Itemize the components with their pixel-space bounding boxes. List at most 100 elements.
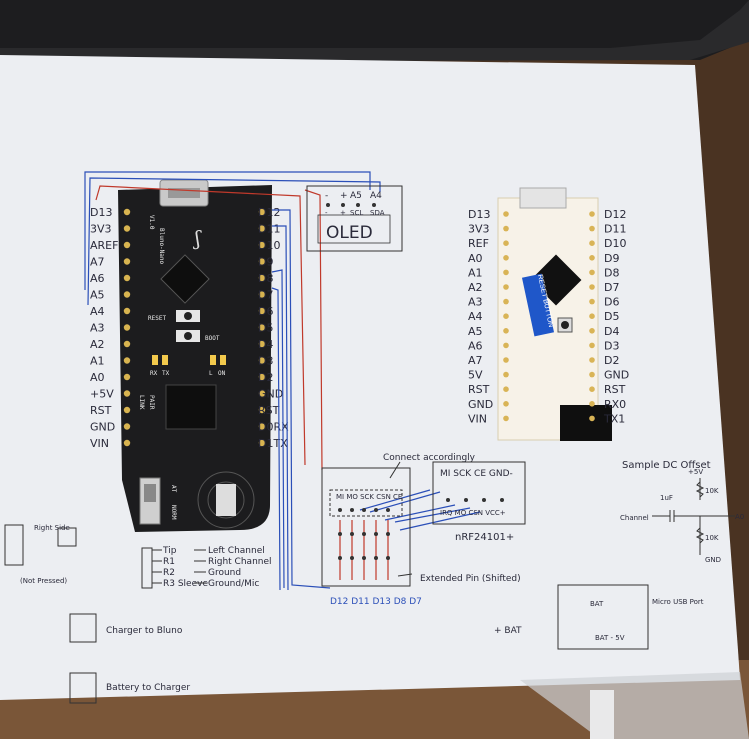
bluno-right-pin-label: D2 [258,371,273,384]
right-side-label: Right Side [34,524,70,532]
extended-pin-label: Extended Pin (Shifted) [420,574,521,584]
nano-pin-hole [503,254,509,261]
led-tx [162,355,168,365]
bluno-right-pin-label: D12 [258,206,280,219]
connect-note: Connect accordingly [383,453,476,463]
nano-left-pin-label: A1 [468,266,483,279]
nano-left-pin-label: 3V3 [468,223,490,236]
bluno-left-pin-label: AREF [90,239,118,252]
nano-left-pin-label: A7 [468,354,483,367]
audio-pin: R3 Sleeve [163,579,208,589]
nano-pin-hole [503,371,509,378]
bluno-pin-hole [258,291,266,298]
nano-right-pin-label: RST [604,383,626,396]
header-inner [329,489,403,517]
nrf-pins-bottom: IRQ MO CSN VCC+ [440,509,506,517]
at-norm-switch-knob[interactable] [144,484,156,502]
header-pin-dot [374,556,378,560]
header-pin-dot [386,508,390,512]
offset-cap-label: 1uF [660,494,673,502]
offset-r2: 10K [705,534,719,542]
led-l [210,355,216,365]
bat-bottom-label: BAT - 5V [595,634,625,642]
charger-to-bluno: Charger to Bluno [106,626,183,636]
offset-resistor-bottom [695,527,705,544]
wire-blue-d12 [272,209,331,589]
nano-left-pin-label: A6 [468,339,483,352]
nano-right-pin-label: D11 [604,223,626,236]
paper-shadow [520,672,749,739]
charger-board [557,584,649,650]
audio-pin: Tip [162,546,177,556]
oled-pin-hole [372,203,376,207]
nano-reset-button-plate [521,273,555,337]
bluno-pin-hole [123,340,131,348]
bluno-pin-hole [123,225,131,232]
charger-icon-1 [69,613,97,643]
nano-pin-hole [503,386,509,393]
dc-offset-circuit: Sample DC Offset +5V 10K 1uF Channel A0 … [620,460,744,564]
bluno-title: Bluno-Nano [158,228,165,265]
header-pin-dot [350,508,354,512]
header-pin-dot [374,532,378,536]
nano-right-pin-label: D8 [604,266,619,279]
wire-nrf-1 [359,489,431,511]
offset-out: A0 [735,513,744,521]
boot-button-cap[interactable] [184,332,192,340]
nano-left-pin-label: RST [468,383,490,396]
nrf-section: Connect accordingly MI MO SCK CSN CE MI … [321,453,526,607]
wires [84,171,481,591]
nano-left-pin-label: D13 [468,208,490,221]
bluno-right-pin-label: D3 [258,355,273,368]
header-pin-dot [338,508,342,512]
not-pressed-label: (Not Pressed) [20,577,67,585]
nano-reset-button-cap[interactable] [561,321,569,329]
header-pin-dot [374,508,378,512]
led-on-label: ON [218,370,226,377]
nrf-pin-dot [482,498,486,502]
nano-pin-hole [503,313,509,320]
nano-pin-hole [503,342,509,349]
nano-pin-hole [589,240,595,246]
bluno-pin-hole [123,439,131,447]
ble-chip [160,254,210,304]
bluno-left-pin-label: A2 [90,338,105,351]
micro-usb-label: Micro USB Port [652,598,704,606]
charger-board-bat: BAT [590,600,604,608]
nano-right-pin-label: D10 [604,237,626,250]
nano-pin-hole [589,298,595,305]
bluno-right-pin-label: D5 [258,322,273,335]
bluno-pin-hole [123,307,131,315]
nrf-title: nRF24101+ [455,532,514,543]
nrf-pin-dot [500,498,504,502]
nano-pin-hole [503,401,509,407]
nano-icsp-header [560,405,612,441]
main-chip [165,384,217,430]
bluno-logo: ʃ [193,226,202,250]
audio-channel-label: Right Channel [208,557,272,567]
nano-pin-hole [589,357,595,363]
nano-left-pin-label: A2 [468,281,483,294]
bluno-right-pin-label: D0RX [258,421,289,434]
oled-pin-hole [326,203,330,207]
reset-button-cap[interactable] [184,312,192,320]
header-pin-dot [350,532,354,536]
oled-pin-hole [341,203,345,207]
oled-pin-top-3: A5 [350,191,362,201]
bluno-pin-hole [123,423,131,430]
nano-pin-hole [589,371,595,378]
audio-jack-plug [141,547,153,589]
audio-pin: R2 [163,568,175,578]
bat-label: + BAT [494,626,522,636]
nano-left-pin-label: 5V [468,369,483,382]
nano-usb [519,187,567,209]
connect-arrow [389,461,401,479]
bluno-left-pin-label: A3 [90,322,105,335]
antenna-block [216,484,236,516]
header-pin-dot [362,508,366,512]
bluno-left-pin-label: 3V3 [90,223,112,236]
bluno-right-pin-label: D1TX [258,437,288,450]
nano-left-pin-label: A3 [468,296,483,309]
